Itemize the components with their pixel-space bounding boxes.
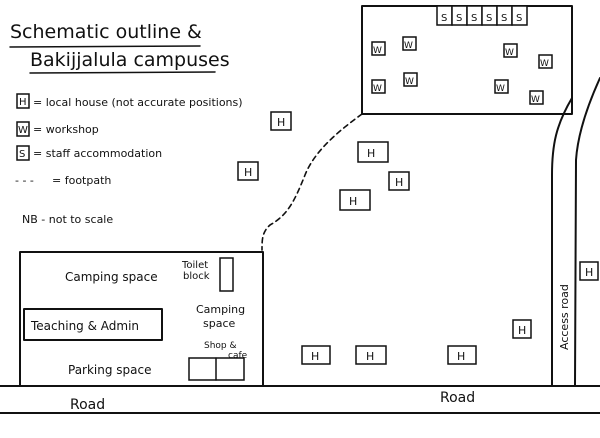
- workshops: W W W W W W W W: [371, 36, 553, 105]
- staff-symbol: S: [471, 13, 477, 24]
- workshop-symbol: W: [373, 84, 382, 94]
- camping-space-2-label-1: Camping: [196, 303, 245, 316]
- title-line-1: Schematic outline &: [10, 21, 202, 43]
- legend-staff-symbol: S: [19, 149, 25, 160]
- workshop-symbol: W: [405, 77, 414, 87]
- staff-symbol: S: [456, 13, 462, 24]
- camping-space-2-label-2: space: [203, 317, 236, 330]
- workshop-symbol: W: [505, 48, 514, 58]
- workshop-symbol: W: [404, 41, 413, 51]
- house-symbol: H: [518, 324, 526, 337]
- staff-symbol: S: [486, 13, 492, 24]
- legend: H = local house (not accurate positions)…: [15, 93, 243, 187]
- workshop-symbol: W: [540, 59, 549, 69]
- workshop-symbol: W: [496, 84, 505, 94]
- staff-symbol: S: [516, 13, 522, 24]
- house-symbol: H: [457, 350, 465, 363]
- teaching-admin-label: Teaching & Admin: [30, 319, 139, 333]
- house-symbol: H: [366, 350, 374, 363]
- legend-staff-text: = staff accommodation: [33, 147, 162, 160]
- access-road-label: Access road: [558, 284, 571, 350]
- legend-footpath-symbol: - - -: [15, 174, 34, 187]
- legend-workshop-symbol: W: [18, 125, 28, 136]
- house-symbol: H: [311, 350, 319, 363]
- toilet-block-label-1: Toilet: [181, 260, 208, 271]
- road-label-left: Road: [70, 397, 105, 413]
- toilet-block: [219, 257, 234, 292]
- teaching-admin-building: [23, 308, 163, 341]
- legend-workshop-text: = workshop: [33, 123, 99, 136]
- title-line-2: Bakijjalula campuses: [30, 49, 230, 71]
- access-road-left-edge: [551, 97, 573, 386]
- road-label-right: Road: [440, 390, 475, 406]
- house-symbol: H: [585, 266, 593, 279]
- legend-house-symbol: H: [19, 97, 27, 108]
- house-symbol: H: [367, 147, 375, 160]
- parking-space-label: Parking space: [68, 363, 152, 377]
- house-symbol: H: [244, 166, 252, 179]
- house-symbol: H: [349, 195, 357, 208]
- local-houses: H H H H H H H H H H: [237, 111, 599, 365]
- access-road-right-edge: [574, 77, 600, 386]
- legend-house-text: = local house (not accurate positions): [33, 96, 243, 109]
- shop-cafe-label-2: cafe: [228, 351, 248, 361]
- house-symbol: H: [395, 176, 403, 189]
- workshop-symbol: W: [531, 95, 540, 105]
- footpath: [261, 113, 363, 251]
- staff-accommodation-row: S S S S S S: [436, 5, 528, 26]
- shop-cafe-label-1: Shop &: [204, 341, 237, 351]
- staff-symbol: S: [501, 13, 507, 24]
- house-symbol: H: [277, 116, 285, 129]
- camping-space-label: Camping space: [65, 270, 158, 284]
- staff-symbol: S: [441, 13, 447, 24]
- title-underline-2: [29, 71, 216, 74]
- lower-campus-boundary: [19, 251, 264, 387]
- not-to-scale-note: NB - not to scale: [22, 213, 113, 226]
- legend-footpath-text: = footpath: [52, 174, 111, 187]
- title-underline: [9, 45, 201, 48]
- toilet-block-label-2: block: [183, 271, 210, 282]
- workshop-symbol: W: [373, 46, 382, 56]
